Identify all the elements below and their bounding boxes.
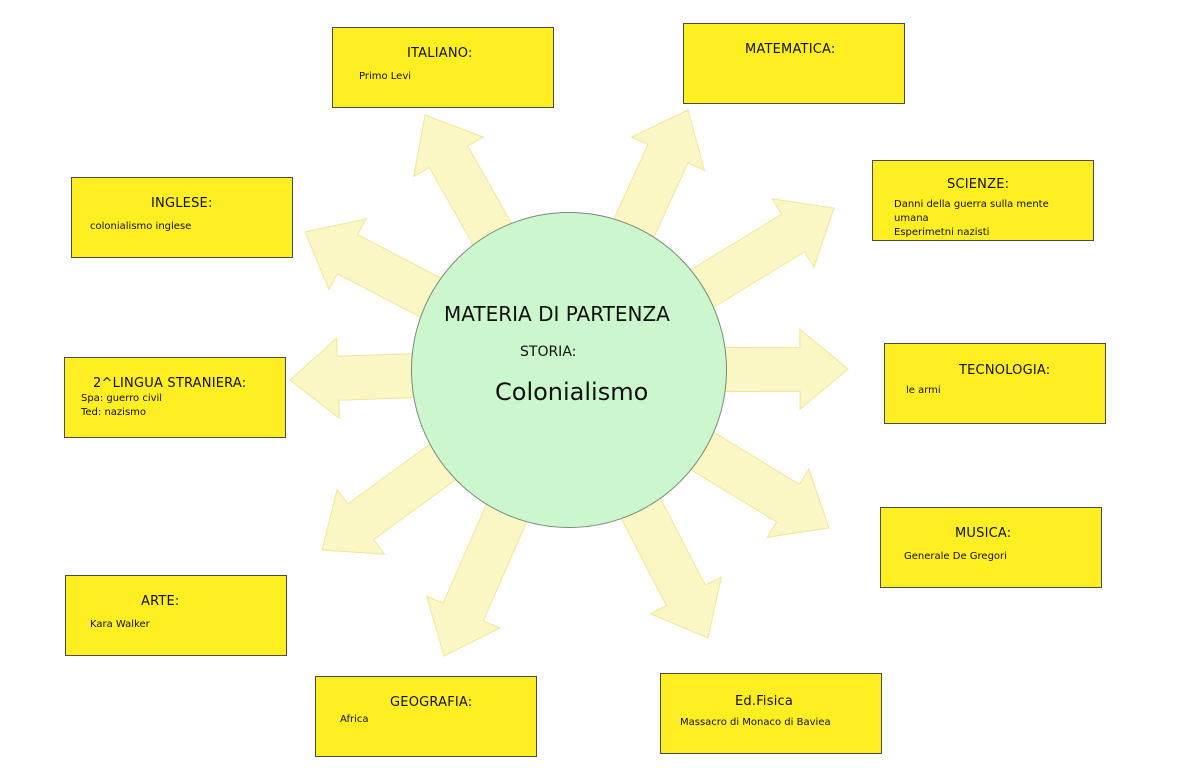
box-tecnologia-line-1: le armi bbox=[906, 385, 941, 396]
box-lingua2-title: 2^LINGUA STRANIERA: bbox=[93, 376, 247, 391]
box-lingua2: 2^LINGUA STRANIERA: Spa: guerro civil Te… bbox=[64, 357, 286, 438]
center-title: MATERIA DI PARTENZA bbox=[444, 302, 670, 326]
arrow-to-musica bbox=[685, 428, 830, 538]
box-tecnologia: TECNOLOGIA: le armi bbox=[884, 343, 1106, 424]
box-geografia-title: GEOGRAFIA: bbox=[390, 695, 473, 710]
box-musica: MUSICA: Generale De Gregori bbox=[880, 507, 1102, 588]
box-lingua2-line-2: Ted: nazismo bbox=[81, 407, 147, 418]
box-lingua2-line-1: Spa: guerro civil bbox=[81, 393, 163, 404]
box-scienze-line-2: umana bbox=[894, 213, 929, 224]
box-italiano-title: ITALIANO: bbox=[407, 46, 473, 61]
center-subject: STORIA: bbox=[520, 344, 577, 360]
arrow-to-inglese bbox=[304, 218, 447, 321]
box-inglese: INGLESE: colonialismo inglese bbox=[71, 177, 293, 258]
box-arte: ARTE: Kara Walker bbox=[65, 575, 287, 656]
box-italiano: ITALIANO: Primo Levi bbox=[332, 27, 554, 108]
arrow-to-edfisica bbox=[617, 492, 723, 639]
arrow-to-scienze bbox=[684, 198, 835, 312]
arrow-to-tecnologia bbox=[718, 328, 849, 411]
box-edfisica: Ed.Fisica Massacro di Monaco di Baviea bbox=[660, 673, 882, 754]
center-circle bbox=[411, 212, 727, 528]
box-inglese-line-1: colonialismo inglese bbox=[90, 221, 192, 232]
box-scienze-line-1: Danni della guerra sulla mente bbox=[894, 199, 1049, 210]
box-geografia-line-1: Africa bbox=[340, 714, 369, 725]
box-arte-line-1: Kara Walker bbox=[90, 619, 150, 630]
box-musica-line-1: Generale De Gregori bbox=[904, 551, 1007, 562]
arrow-to-arte bbox=[321, 439, 462, 555]
box-scienze-title: SCIENZE: bbox=[947, 177, 1010, 192]
arrow-to-matematica bbox=[610, 109, 706, 244]
box-scienze-line-3: Esperimetni nazisti bbox=[894, 227, 990, 238]
arrow-to-geografia bbox=[425, 497, 530, 657]
box-edfisica-title: Ed.Fisica bbox=[735, 694, 794, 709]
box-scienze: SCIENZE: Danni della guerra sulla mente … bbox=[872, 160, 1094, 241]
box-inglese-title: INGLESE: bbox=[151, 196, 213, 211]
box-tecnologia-title: TECNOLOGIA: bbox=[959, 363, 1051, 378]
box-matematica-title: MATEMATICA: bbox=[745, 42, 836, 57]
center-topic: Colonialismo bbox=[495, 378, 649, 406]
arrow-to-lingua2 bbox=[289, 337, 421, 420]
arrow-to-italiano bbox=[413, 114, 516, 251]
box-geografia: GEOGRAFIA: Africa bbox=[315, 676, 537, 757]
box-edfisica-line-1: Massacro di Monaco di Baviea bbox=[680, 717, 831, 728]
box-arte-title: ARTE: bbox=[141, 594, 180, 609]
box-matematica: MATEMATICA: bbox=[683, 23, 905, 104]
box-italiano-line-1: Primo Levi bbox=[359, 71, 412, 82]
box-musica-title: MUSICA: bbox=[955, 526, 1012, 541]
